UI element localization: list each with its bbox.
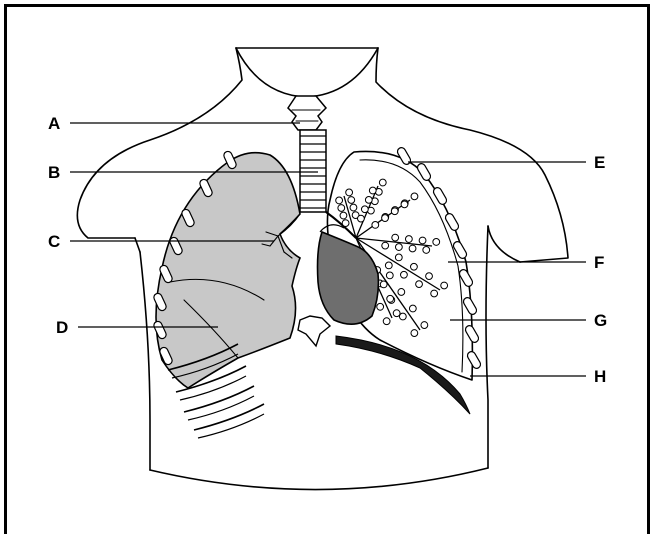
label-e: E: [594, 153, 605, 172]
label-f: F: [594, 253, 604, 272]
label-b: B: [48, 163, 60, 182]
rib: [184, 386, 254, 412]
alveolus: [372, 222, 379, 229]
alveolus: [340, 212, 347, 219]
alveolus: [365, 196, 372, 203]
rib-cross-section: [416, 162, 432, 182]
alveolus: [336, 197, 343, 204]
alveolus: [426, 273, 433, 280]
alveolus: [350, 204, 357, 211]
rib-cross-section: [462, 296, 478, 316]
alveolus: [423, 247, 430, 254]
alveolus: [391, 208, 398, 215]
alveolus: [398, 289, 405, 296]
alveolus: [361, 206, 368, 213]
sternum: [298, 316, 330, 346]
label-g: G: [594, 311, 607, 330]
alveolus: [409, 305, 416, 312]
alveolus: [399, 313, 406, 320]
alveolus: [383, 318, 390, 325]
rib-cross-section: [452, 240, 468, 260]
alveolus: [411, 330, 418, 337]
alveolus: [382, 242, 389, 249]
rib-cross-section: [466, 350, 482, 370]
alveolus: [395, 244, 402, 251]
alveolus: [392, 234, 399, 241]
alveolus: [431, 290, 438, 297]
alveolus: [401, 271, 408, 278]
alveolus: [409, 245, 416, 252]
trachea: [300, 130, 326, 212]
alveolus: [382, 215, 389, 222]
alveolus: [348, 197, 355, 204]
alveolus: [342, 220, 349, 227]
label-a: A: [48, 114, 60, 133]
alveolus: [369, 187, 376, 194]
larynx: [288, 96, 326, 130]
diaphragm: [336, 336, 470, 414]
alveolus: [441, 282, 448, 289]
alveolus: [380, 281, 387, 288]
rib-cross-sections-right: [396, 146, 482, 370]
alveolus: [379, 179, 386, 186]
alveolus: [385, 262, 392, 269]
alveolus: [358, 215, 365, 222]
label-c: C: [48, 232, 60, 251]
lung-d-fill: [156, 153, 300, 388]
alveolus: [416, 281, 423, 288]
rib-cross-section: [464, 324, 480, 344]
alveolus: [433, 239, 440, 246]
label-h: H: [594, 367, 606, 386]
alveolus: [395, 254, 402, 261]
alveolus: [387, 295, 394, 302]
lung-right-anatomical: [156, 153, 300, 388]
alveolus: [411, 263, 418, 270]
alveolus: [386, 272, 393, 279]
rib-cross-section: [444, 212, 460, 232]
alveolus: [421, 322, 428, 329]
alveolus: [338, 205, 345, 212]
alveolus: [393, 310, 400, 317]
alveolus: [346, 189, 353, 196]
alveolus: [377, 303, 384, 310]
alveolus: [401, 201, 408, 208]
alveolus: [405, 236, 412, 243]
label-d: D: [56, 318, 68, 337]
alveolus: [419, 237, 426, 244]
rib-cross-section: [432, 186, 448, 206]
alveolus: [411, 193, 418, 200]
